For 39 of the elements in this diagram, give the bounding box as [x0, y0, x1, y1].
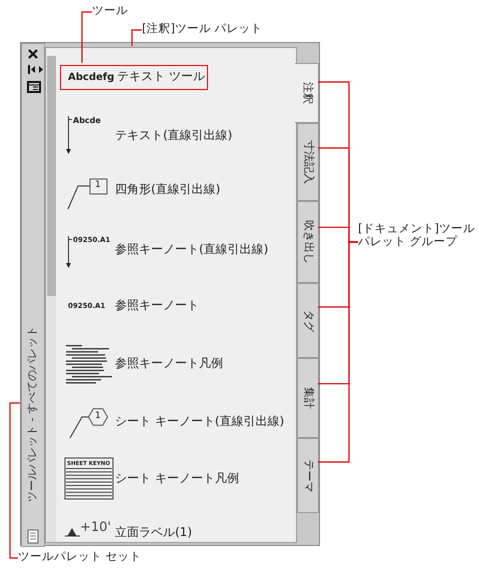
- tab-label: 寸法記入: [302, 140, 314, 184]
- tab-label: 注釈: [300, 82, 313, 104]
- tab-label: 吹き出し: [302, 220, 314, 264]
- palette-tab: [297, 438, 319, 513]
- palette-tab: [297, 123, 319, 201]
- tool-label: 参照キーノート(直線引出線): [115, 243, 268, 257]
- tool-label: 参照キーノート凡例: [115, 357, 223, 371]
- leader-line: [81, 11, 92, 63]
- palette-tab: [297, 283, 319, 358]
- leader-line: [9, 402, 20, 559]
- callout-text: [注釈]ツール パレット: [142, 22, 264, 36]
- tool-label: 四角形(直線引出線): [115, 183, 220, 197]
- palette-panel: [45, 47, 297, 543]
- tab-label: 集計: [302, 387, 314, 409]
- tool-label: シート キーノート凡例: [115, 472, 239, 486]
- tool-label: テキスト ツール: [117, 70, 205, 84]
- callout-text: [ドキュメント]ツールパレット グループ: [358, 222, 476, 248]
- callout-text: ツール: [92, 4, 129, 18]
- tool-item: [60, 65, 208, 90]
- palette-title-bar: [21, 43, 45, 547]
- palette-tab: [297, 358, 319, 438]
- sample-text: Abcdefg: [68, 72, 114, 84]
- leader-line: [131, 29, 142, 46]
- palette-set-title: ツールパレット - すべてのパレット: [26, 326, 40, 502]
- tool-label: シート キーノート(直線引出線): [115, 415, 284, 429]
- tool-label: 立面ラベル(1): [115, 526, 192, 540]
- tag-number: 1: [95, 411, 101, 422]
- tag-number: 1: [95, 180, 101, 190]
- tab-label: テーマ: [302, 459, 314, 492]
- palette-tab: [295, 63, 319, 123]
- tool-label: テキスト(直線引出線): [115, 129, 232, 143]
- leader-line: [318, 241, 358, 463]
- palette-tab: [297, 201, 319, 283]
- sample-text: +10': [80, 521, 112, 536]
- sample-text: Abcde: [68, 116, 101, 150]
- tool-palette-window: [20, 42, 320, 546]
- tab-label: タグ: [302, 310, 314, 332]
- callout-text: ツールパレット セット: [18, 550, 138, 564]
- tool-label: 参照キーノート: [115, 299, 199, 313]
